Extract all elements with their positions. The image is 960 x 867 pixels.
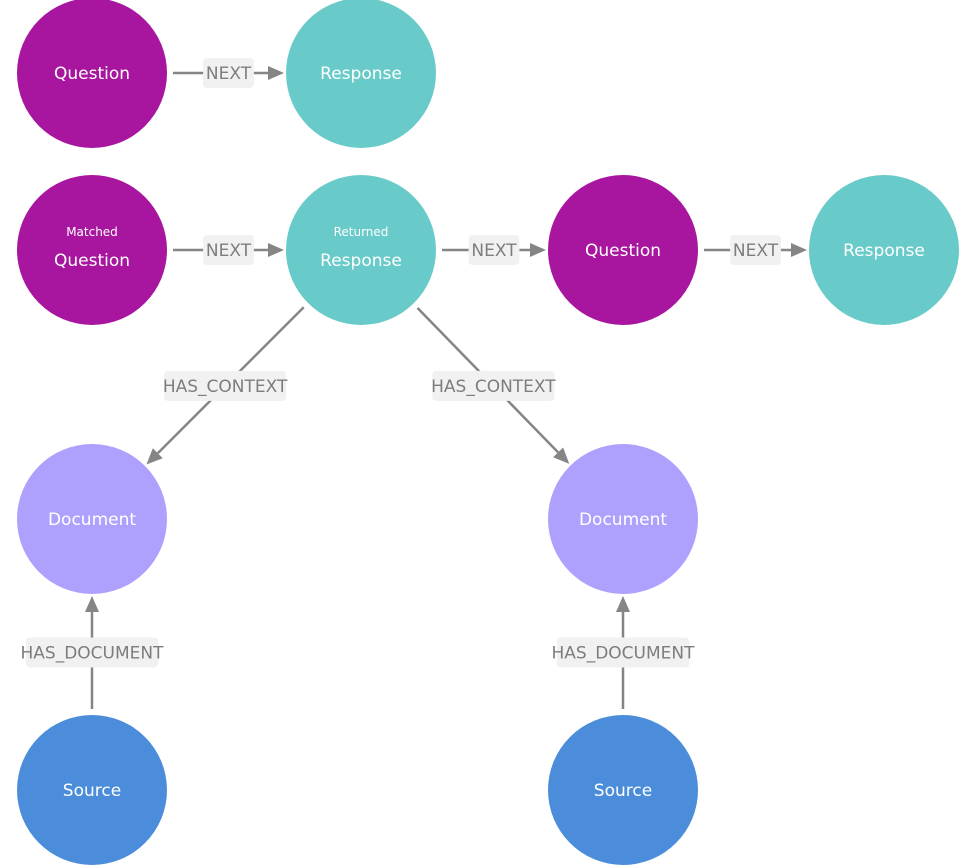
- edge-has-document[interactable]: HAS_DOCUMENT: [552, 596, 696, 709]
- question-node-circle: [548, 175, 698, 325]
- edge-label-background: [432, 370, 555, 401]
- edges-layer: NEXT NEXT NEXT NEXT HAS_CONTEXT HAS_CONTEXT HA…: [21, 58, 807, 709]
- response-node-circle: [809, 175, 959, 325]
- arrowhead-icon: [85, 596, 99, 612]
- edge-next[interactable]: NEXT: [704, 235, 807, 265]
- edge-label: HAS_DOCUMENT: [21, 644, 165, 664]
- edge-label-background: [25, 637, 159, 668]
- node-document-d1[interactable]: Document: [17, 444, 167, 594]
- node-sublabel: Matched: [66, 225, 118, 239]
- node-label: Source: [63, 781, 121, 801]
- edge-label: NEXT: [471, 241, 517, 261]
- edge-label: NEXT: [206, 241, 252, 261]
- node-document-d2[interactable]: Document: [548, 444, 698, 594]
- arrowhead-icon: [146, 448, 163, 465]
- node-response-r2[interactable]: Response: [809, 175, 959, 325]
- edge-label-background: [203, 58, 254, 88]
- edge-next[interactable]: NEXT: [173, 235, 284, 265]
- node-label: Document: [48, 510, 136, 530]
- edge-label: NEXT: [206, 64, 252, 84]
- node-label: Question: [585, 241, 661, 261]
- edge-label-background: [163, 370, 287, 401]
- node-label: Response: [320, 64, 402, 84]
- edge-label: HAS_CONTEXT: [163, 377, 288, 397]
- edge-label-background: [203, 235, 254, 265]
- edge-has-context[interactable]: HAS_CONTEXT: [416, 307, 570, 464]
- arrowhead-icon: [616, 596, 630, 612]
- edge-label-background: [730, 235, 781, 265]
- source-node-circle: [548, 715, 698, 865]
- edge-next[interactable]: NEXT: [173, 58, 284, 88]
- edge-label: NEXT: [733, 241, 779, 261]
- arrowhead-icon: [791, 243, 807, 257]
- node-label: Document: [579, 510, 667, 530]
- arrowhead-icon: [530, 243, 546, 257]
- edge-label-background: [556, 637, 690, 668]
- node-label: Question: [54, 64, 130, 84]
- document-node-circle: [548, 444, 698, 594]
- response-node-circle: [286, 175, 436, 325]
- document-node-circle: [17, 444, 167, 594]
- node-source-s2[interactable]: Source: [548, 715, 698, 865]
- node-question-q2[interactable]: Question: [548, 175, 698, 325]
- edge-label: HAS_DOCUMENT: [552, 644, 696, 664]
- edge-next[interactable]: NEXT: [442, 235, 546, 265]
- question-node-circle: [17, 175, 167, 325]
- node-sublabel: Returned: [334, 225, 389, 239]
- node-question-q1[interactable]: Question: [17, 0, 167, 148]
- edge-has-document[interactable]: HAS_DOCUMENT: [21, 596, 165, 709]
- edge-has-context[interactable]: HAS_CONTEXT: [146, 306, 305, 465]
- response-node-circle: [286, 0, 436, 148]
- node-label: Response: [320, 251, 402, 271]
- arrowhead-icon: [268, 66, 284, 80]
- edge-label-background: [468, 235, 520, 265]
- edge-label: HAS_CONTEXT: [431, 377, 556, 397]
- source-node-circle: [17, 715, 167, 865]
- node-label: Source: [594, 781, 652, 801]
- node-source-s1[interactable]: Source: [17, 715, 167, 865]
- question-node-circle: [17, 0, 167, 148]
- node-label: Response: [843, 241, 925, 261]
- node-response-r1[interactable]: Response: [286, 0, 436, 148]
- node-label: Question: [54, 251, 130, 271]
- arrowhead-icon: [553, 447, 570, 464]
- arrowhead-icon: [268, 243, 284, 257]
